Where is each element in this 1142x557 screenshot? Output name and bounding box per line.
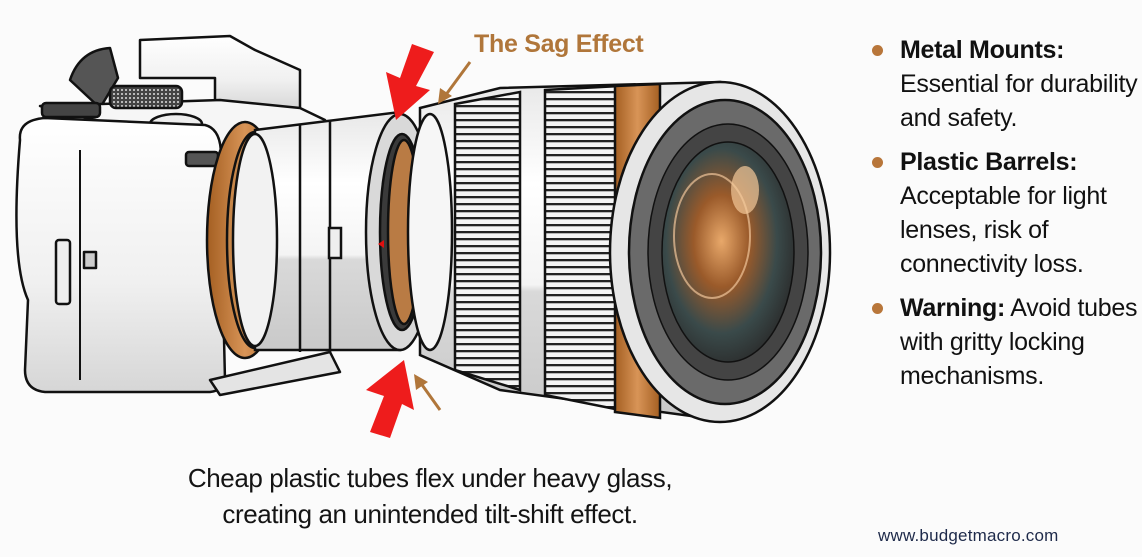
caption-line-2: creating an unintended tilt-shift effect…: [222, 499, 638, 529]
tip-warning: Warning: Avoid tubes with gritty locking…: [870, 291, 1140, 393]
tip-heading: Plastic Barrels:: [900, 148, 1078, 176]
red-arrow-top-icon: [386, 44, 434, 120]
brown-arrow-bottom-icon: [414, 374, 442, 411]
tip-heading: Metal Mounts:: [900, 36, 1065, 64]
tip-plastic-barrels: Plastic Barrels: Acceptable for light le…: [870, 145, 1140, 281]
red-arrow-bottom-icon: [366, 360, 414, 438]
extension-tube: [231, 110, 436, 352]
camera-extension-tube-illustration: [15, 34, 832, 438]
tips-list: Metal Mounts: Essential for durability a…: [870, 33, 1140, 403]
tip-heading: Warning:: [900, 294, 1005, 322]
sag-effect-callout: The Sag Effect: [474, 30, 644, 58]
bullet-dot-icon: [872, 45, 883, 56]
brown-arrow-top-icon: [438, 61, 472, 104]
tip-body: Essential for durability and safety.: [900, 70, 1138, 132]
tip-body: Avoid tubes with gritty locking mechanis…: [900, 294, 1138, 390]
illustration-caption: Cheap plastic tubes flex under heavy gla…: [130, 460, 730, 532]
website-url: www.budgetmacro.com: [878, 526, 1059, 545]
caption-line-1: Cheap plastic tubes flex under heavy gla…: [187, 463, 673, 493]
tip-body: Acceptable for light lenses, risk of con…: [900, 182, 1107, 278]
bullet-dot-icon: [872, 303, 883, 314]
camera-body: [15, 34, 342, 397]
tip-metal-mounts: Metal Mounts: Essential for durability a…: [870, 33, 1140, 135]
bullet-dot-icon: [872, 157, 883, 168]
front-lens-element: [608, 80, 832, 424]
